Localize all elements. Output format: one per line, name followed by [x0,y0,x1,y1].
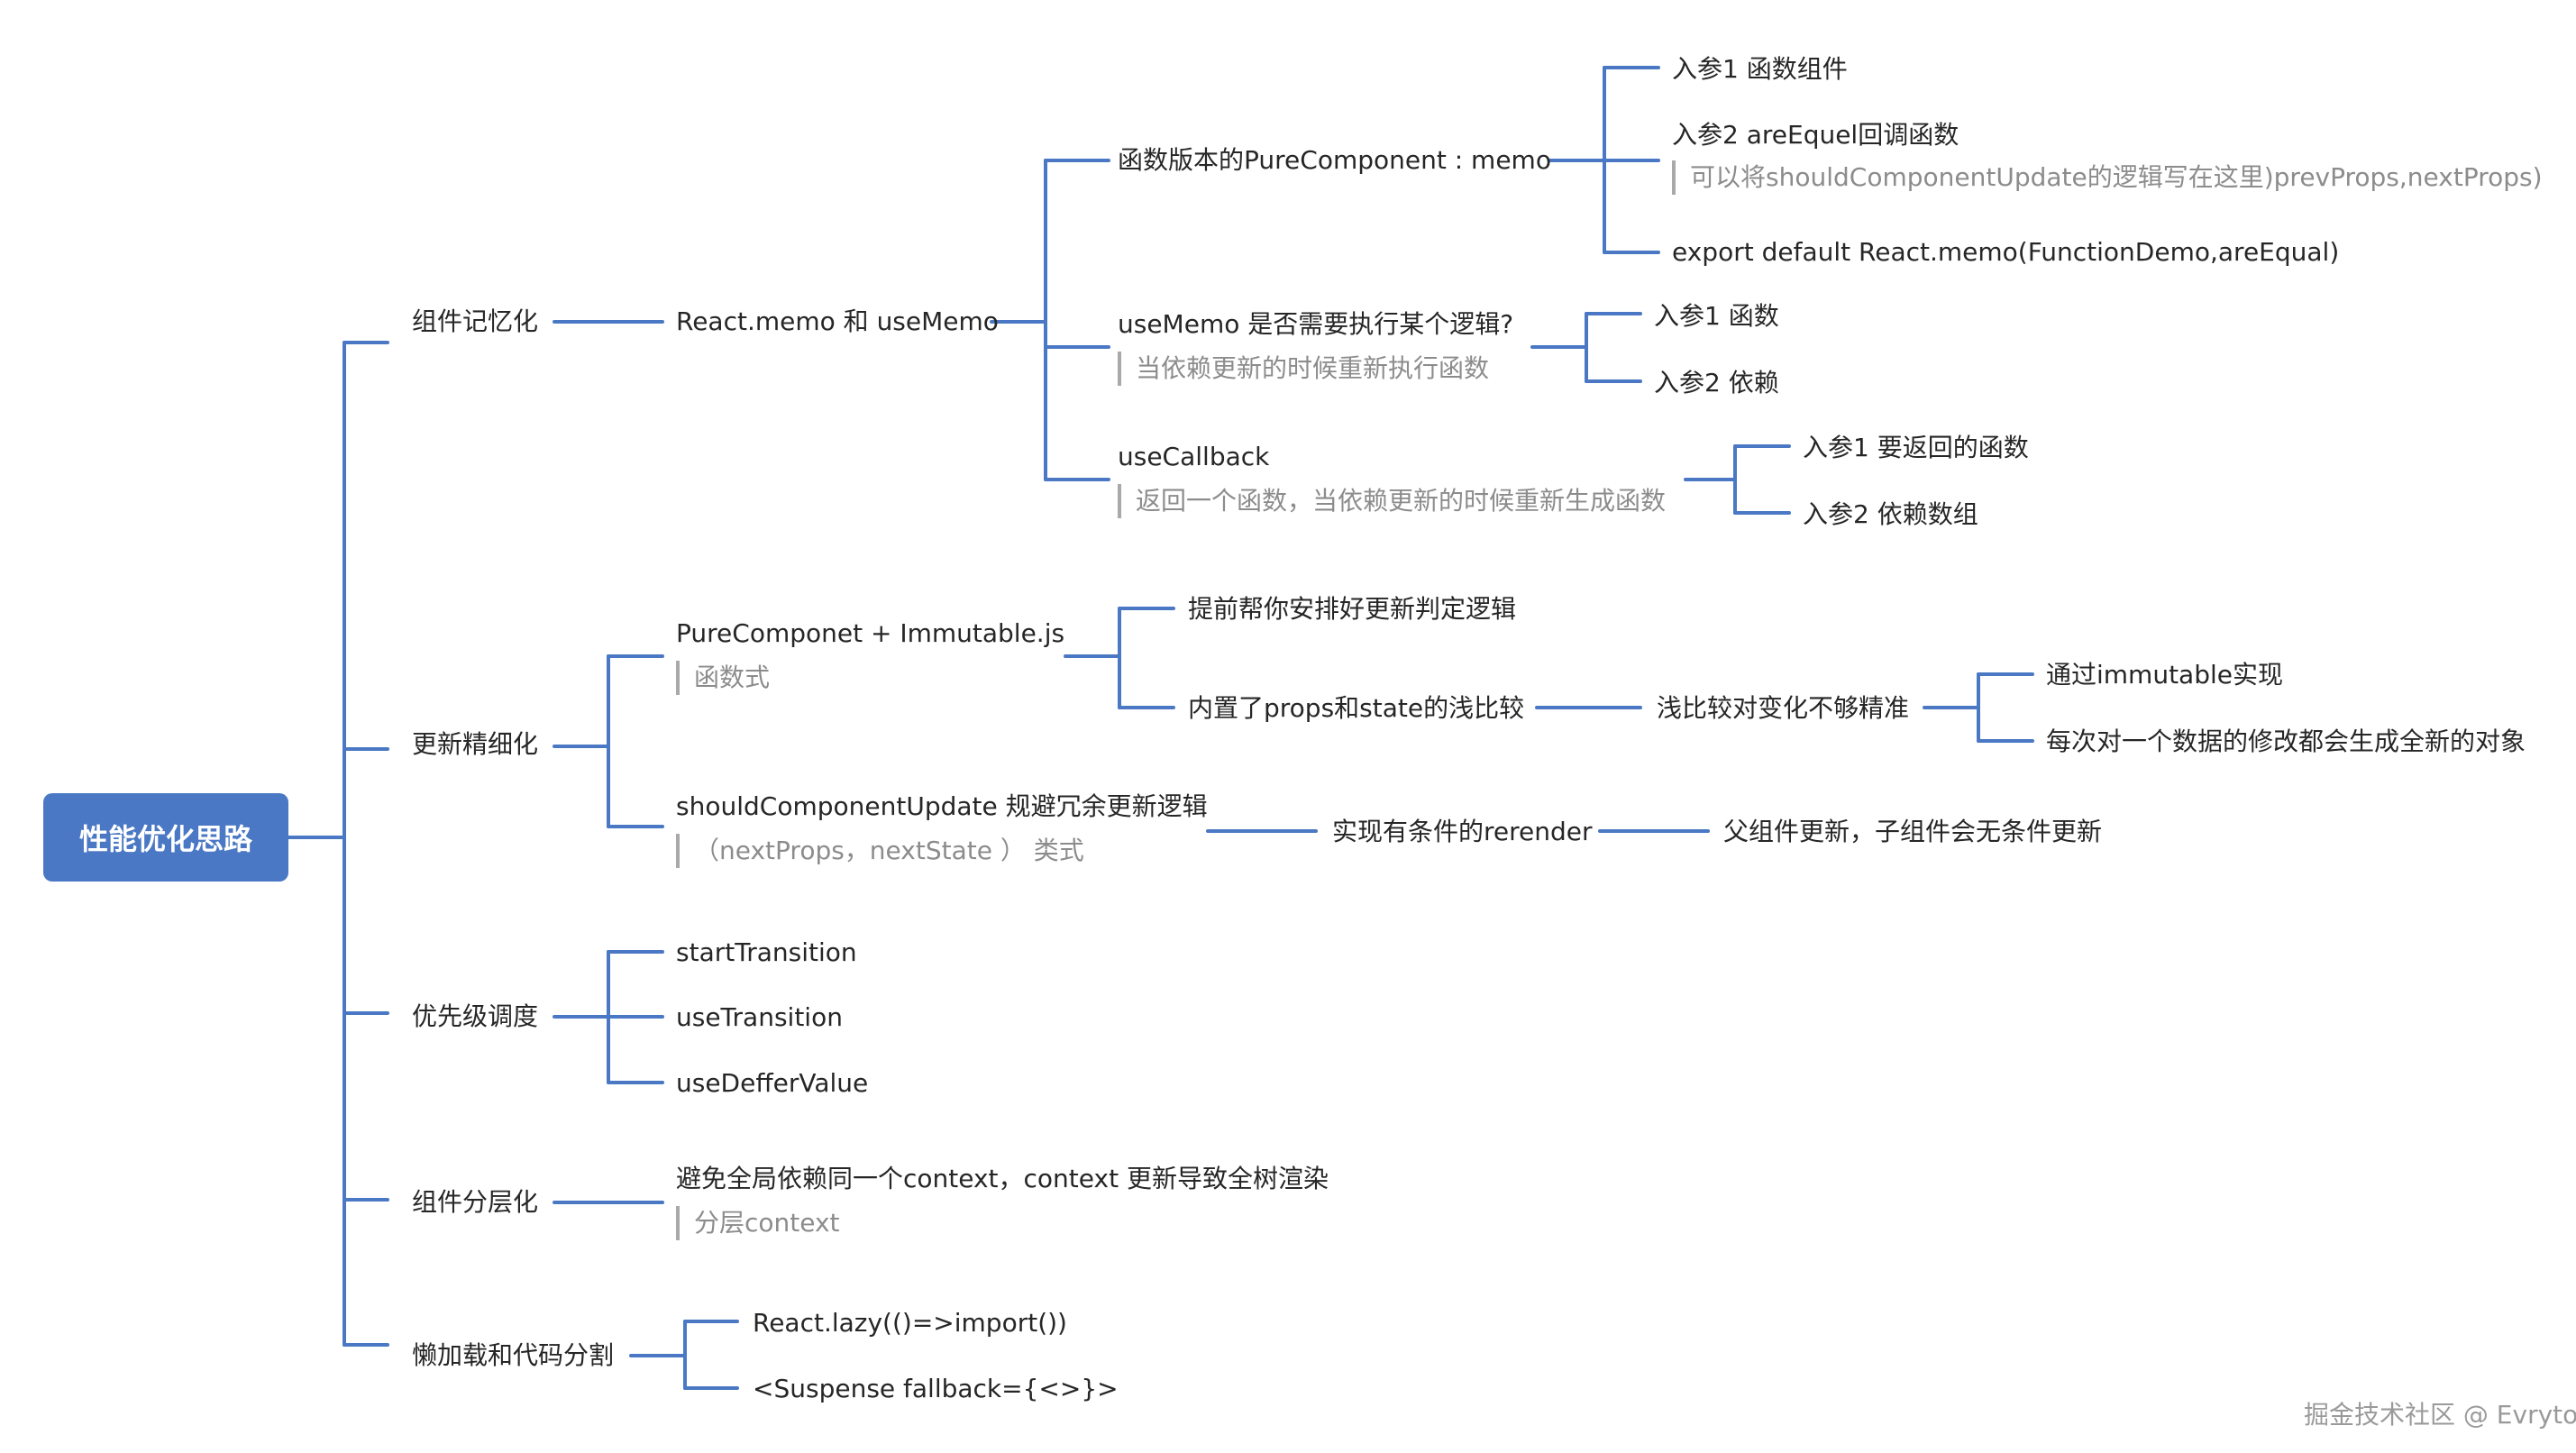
branch-priority[interactable]: 优先级调度 [412,1001,539,1031]
note-layered-context: 分层context [676,1206,840,1240]
node-usememo-arg1[interactable]: 入参1 函数 [1654,301,1779,331]
node-conditional-rerender[interactable]: 实现有条件的rerender [1332,817,1593,846]
node-memo-arg1[interactable]: 入参1 函数组件 [1672,54,1848,84]
node-purecomponent-immutable[interactable]: PureComponet + Immutable.js [676,618,1065,648]
note-functional: 函数式 [676,661,770,695]
branch-layering[interactable]: 组件分层化 [412,1187,539,1217]
node-should-component-update[interactable]: shouldComponentUpdate 规避冗余更新逻辑 [676,791,1208,821]
note-usecallback: 返回一个函数，当依赖更新的时候重新生成函数 [1118,484,1666,518]
branch-refine-update[interactable]: 更新精细化 [412,729,539,759]
node-use-transition[interactable]: useTransition [676,1002,843,1032]
note-usememo: 当依赖更新的时候重新执行函数 [1118,352,1489,386]
branch-memoization[interactable]: 组件记忆化 [412,306,539,336]
node-new-object[interactable]: 每次对一个数据的修改都会生成全新的对象 [2046,726,2526,756]
node-usecallback-arg2[interactable]: 入参2 依赖数组 [1803,499,1978,529]
node-memo-export[interactable]: export default React.memo(FunctionDemo,a… [1672,237,2340,267]
node-parent-update[interactable]: 父组件更新，子组件会无条件更新 [1723,817,2103,846]
node-avoid-global-context[interactable]: 避免全局依赖同一个context，context 更新导致全树渲染 [676,1164,1329,1193]
note-class-style: （nextProps，nextState ） 类式 [676,834,1084,868]
node-suspense[interactable]: <Suspense fallback={<>}> [753,1374,1119,1403]
node-usecallback[interactable]: useCallback [1118,442,1270,471]
node-usecallback-arg1[interactable]: 入参1 要返回的函数 [1803,433,2029,462]
node-advance-logic[interactable]: 提前帮你安排好更新判定逻辑 [1188,594,1517,624]
node-react-memo-usememo[interactable]: React.memo 和 useMemo [676,306,999,336]
node-memo-arg2[interactable]: 入参2 areEquel回调函数 [1672,120,1959,150]
node-use-deffer-value[interactable]: useDefferValue [676,1068,869,1098]
watermark: 掘金技术社区 @ Evrytos [2304,1400,2576,1430]
root-node[interactable]: 性能优化思路 [43,793,288,882]
node-react-lazy[interactable]: React.lazy(()=>import()) [753,1308,1067,1338]
node-memo-purecomponent[interactable]: 函数版本的PureComponent : memo [1118,145,1551,175]
branch-lazy-load[interactable]: 懒加载和代码分割 [412,1340,615,1370]
node-start-transition[interactable]: startTransition [676,937,857,967]
node-usememo[interactable]: useMemo 是否需要执行某个逻辑? [1118,309,1514,339]
node-immutable-impl[interactable]: 通过immutable实现 [2046,660,2283,690]
node-shallow-compare[interactable]: 内置了props和state的浅比较 [1188,693,1525,723]
note-memo-arg2: 可以将shouldComponentUpdate的逻辑写在这里)prevProp… [1672,160,2543,195]
node-shallow-inaccurate[interactable]: 浅比较对变化不够精准 [1657,693,1910,723]
node-usememo-arg2[interactable]: 入参2 依赖 [1654,368,1779,398]
